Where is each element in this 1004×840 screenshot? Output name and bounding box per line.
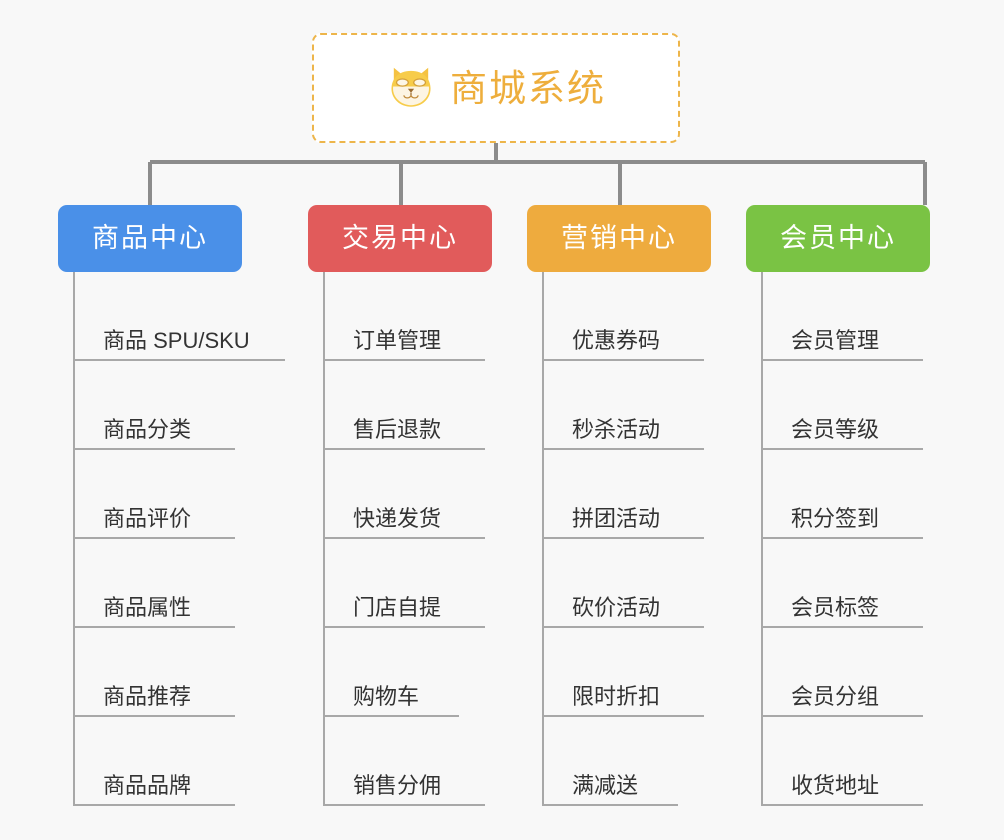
leaf-item[interactable]: 拼团活动 [542,450,727,539]
shiba-dog-icon [391,67,431,107]
leaf-item[interactable]: 满减送 [542,717,727,806]
leaf-item[interactable]: 商品 SPU/SKU [73,272,285,361]
leaf-rule [323,804,485,806]
leaf-spine [761,272,763,806]
leaf-spine [542,272,544,806]
leaf-item[interactable]: 砍价活动 [542,539,727,628]
leaf-label: 快递发货 [353,506,442,531]
leaf-label: 优惠券码 [572,328,661,353]
leaf-rule [323,537,485,539]
leaf-label: 购物车 [353,684,420,709]
leaf-rule [73,715,235,717]
leaf-item[interactable]: 订单管理 [323,272,508,361]
leaf-label: 商品品牌 [103,773,192,798]
leaf-rule [73,804,235,806]
leaf-rule [542,448,704,450]
branch-header-2[interactable]: 交易中心 [308,205,492,272]
leaf-label: 收货地址 [791,773,880,798]
branch-header-4[interactable]: 会员中心 [746,205,930,272]
leaf-label: 会员分组 [791,684,880,709]
root-node[interactable]: 商城系统 [312,33,680,143]
leaf-label: 秒杀活动 [572,417,661,442]
leaf-rule [73,626,235,628]
leaf-rule [542,804,678,806]
leaf-item[interactable]: 会员等级 [761,361,946,450]
leaf-label: 门店自提 [353,595,442,620]
leaf-item[interactable]: 会员标签 [761,539,946,628]
leaf-rule [761,626,923,628]
leaf-list-2: 订单管理 售后退款 快递发货 门店自提 购物车 销售分佣 [323,272,508,806]
leaf-label: 砍价活动 [572,595,661,620]
leaf-rule [323,715,459,717]
leaf-spine [323,272,325,806]
leaf-label: 拼团活动 [572,506,661,531]
leaf-label: 售后退款 [353,417,442,442]
leaf-rule [73,537,235,539]
leaf-label: 商品 SPU/SKU [103,328,250,353]
leaf-label: 销售分佣 [353,773,442,798]
leaf-rule [761,448,923,450]
leaf-list-1: 商品 SPU/SKU 商品分类 商品评价 商品属性 商品推荐 商品品牌 [73,272,285,806]
root-title: 商城系统 [450,67,606,109]
leaf-item[interactable]: 会员分组 [761,628,946,717]
branch-header-label: 营销中心 [561,223,677,253]
leaf-item[interactable]: 优惠券码 [542,272,727,361]
leaf-label: 商品评价 [103,506,192,531]
leaf-item[interactable]: 售后退款 [323,361,508,450]
leaf-item[interactable]: 收货地址 [761,717,946,806]
leaf-rule [323,626,485,628]
leaf-item[interactable]: 商品推荐 [73,628,258,717]
leaf-label: 商品推荐 [103,684,192,709]
leaf-list-3: 优惠券码 秒杀活动 拼团活动 砍价活动 限时折扣 满减送 [542,272,727,806]
leaf-label: 会员等级 [791,417,880,442]
leaf-rule [323,448,485,450]
leaf-rule [761,715,923,717]
leaf-label: 商品属性 [103,595,192,620]
leaf-item[interactable]: 商品评价 [73,450,258,539]
leaf-label: 满减送 [572,773,639,798]
leaf-rule [73,448,235,450]
leaf-rule [323,359,485,361]
leaf-label: 商品分类 [103,417,192,442]
leaf-item[interactable]: 限时折扣 [542,628,727,717]
leaf-label: 会员标签 [791,595,880,620]
leaf-rule [542,537,704,539]
leaf-item[interactable]: 商品属性 [73,539,258,628]
leaf-spine [73,272,75,806]
branch-header-label: 交易中心 [342,223,458,253]
branch-header-3[interactable]: 营销中心 [527,205,711,272]
leaf-rule [542,715,704,717]
leaf-item[interactable]: 会员管理 [761,272,946,361]
leaf-item[interactable]: 秒杀活动 [542,361,727,450]
branch-header-1[interactable]: 商品中心 [58,205,242,272]
leaf-rule [73,359,285,361]
leaf-list-4: 会员管理 会员等级 积分签到 会员标签 会员分组 收货地址 [761,272,946,806]
leaf-label: 订单管理 [353,328,442,353]
leaf-item[interactable]: 商品分类 [73,361,258,450]
leaf-rule [761,537,923,539]
leaf-label: 限时折扣 [572,684,661,709]
branch-header-label: 会员中心 [780,223,896,253]
leaf-item[interactable]: 门店自提 [323,539,508,628]
leaf-label: 积分签到 [791,506,880,531]
leaf-item[interactable]: 快递发货 [323,450,508,539]
leaf-rule [542,359,704,361]
leaf-label: 会员管理 [791,328,880,353]
leaf-item[interactable]: 购物车 [323,628,508,717]
leaf-rule [761,804,923,806]
leaf-item[interactable]: 商品品牌 [73,717,258,806]
branch-header-label: 商品中心 [92,223,208,253]
leaf-rule [761,359,923,361]
leaf-item[interactable]: 销售分佣 [323,717,508,806]
leaf-item[interactable]: 积分签到 [761,450,946,539]
leaf-rule [542,626,704,628]
